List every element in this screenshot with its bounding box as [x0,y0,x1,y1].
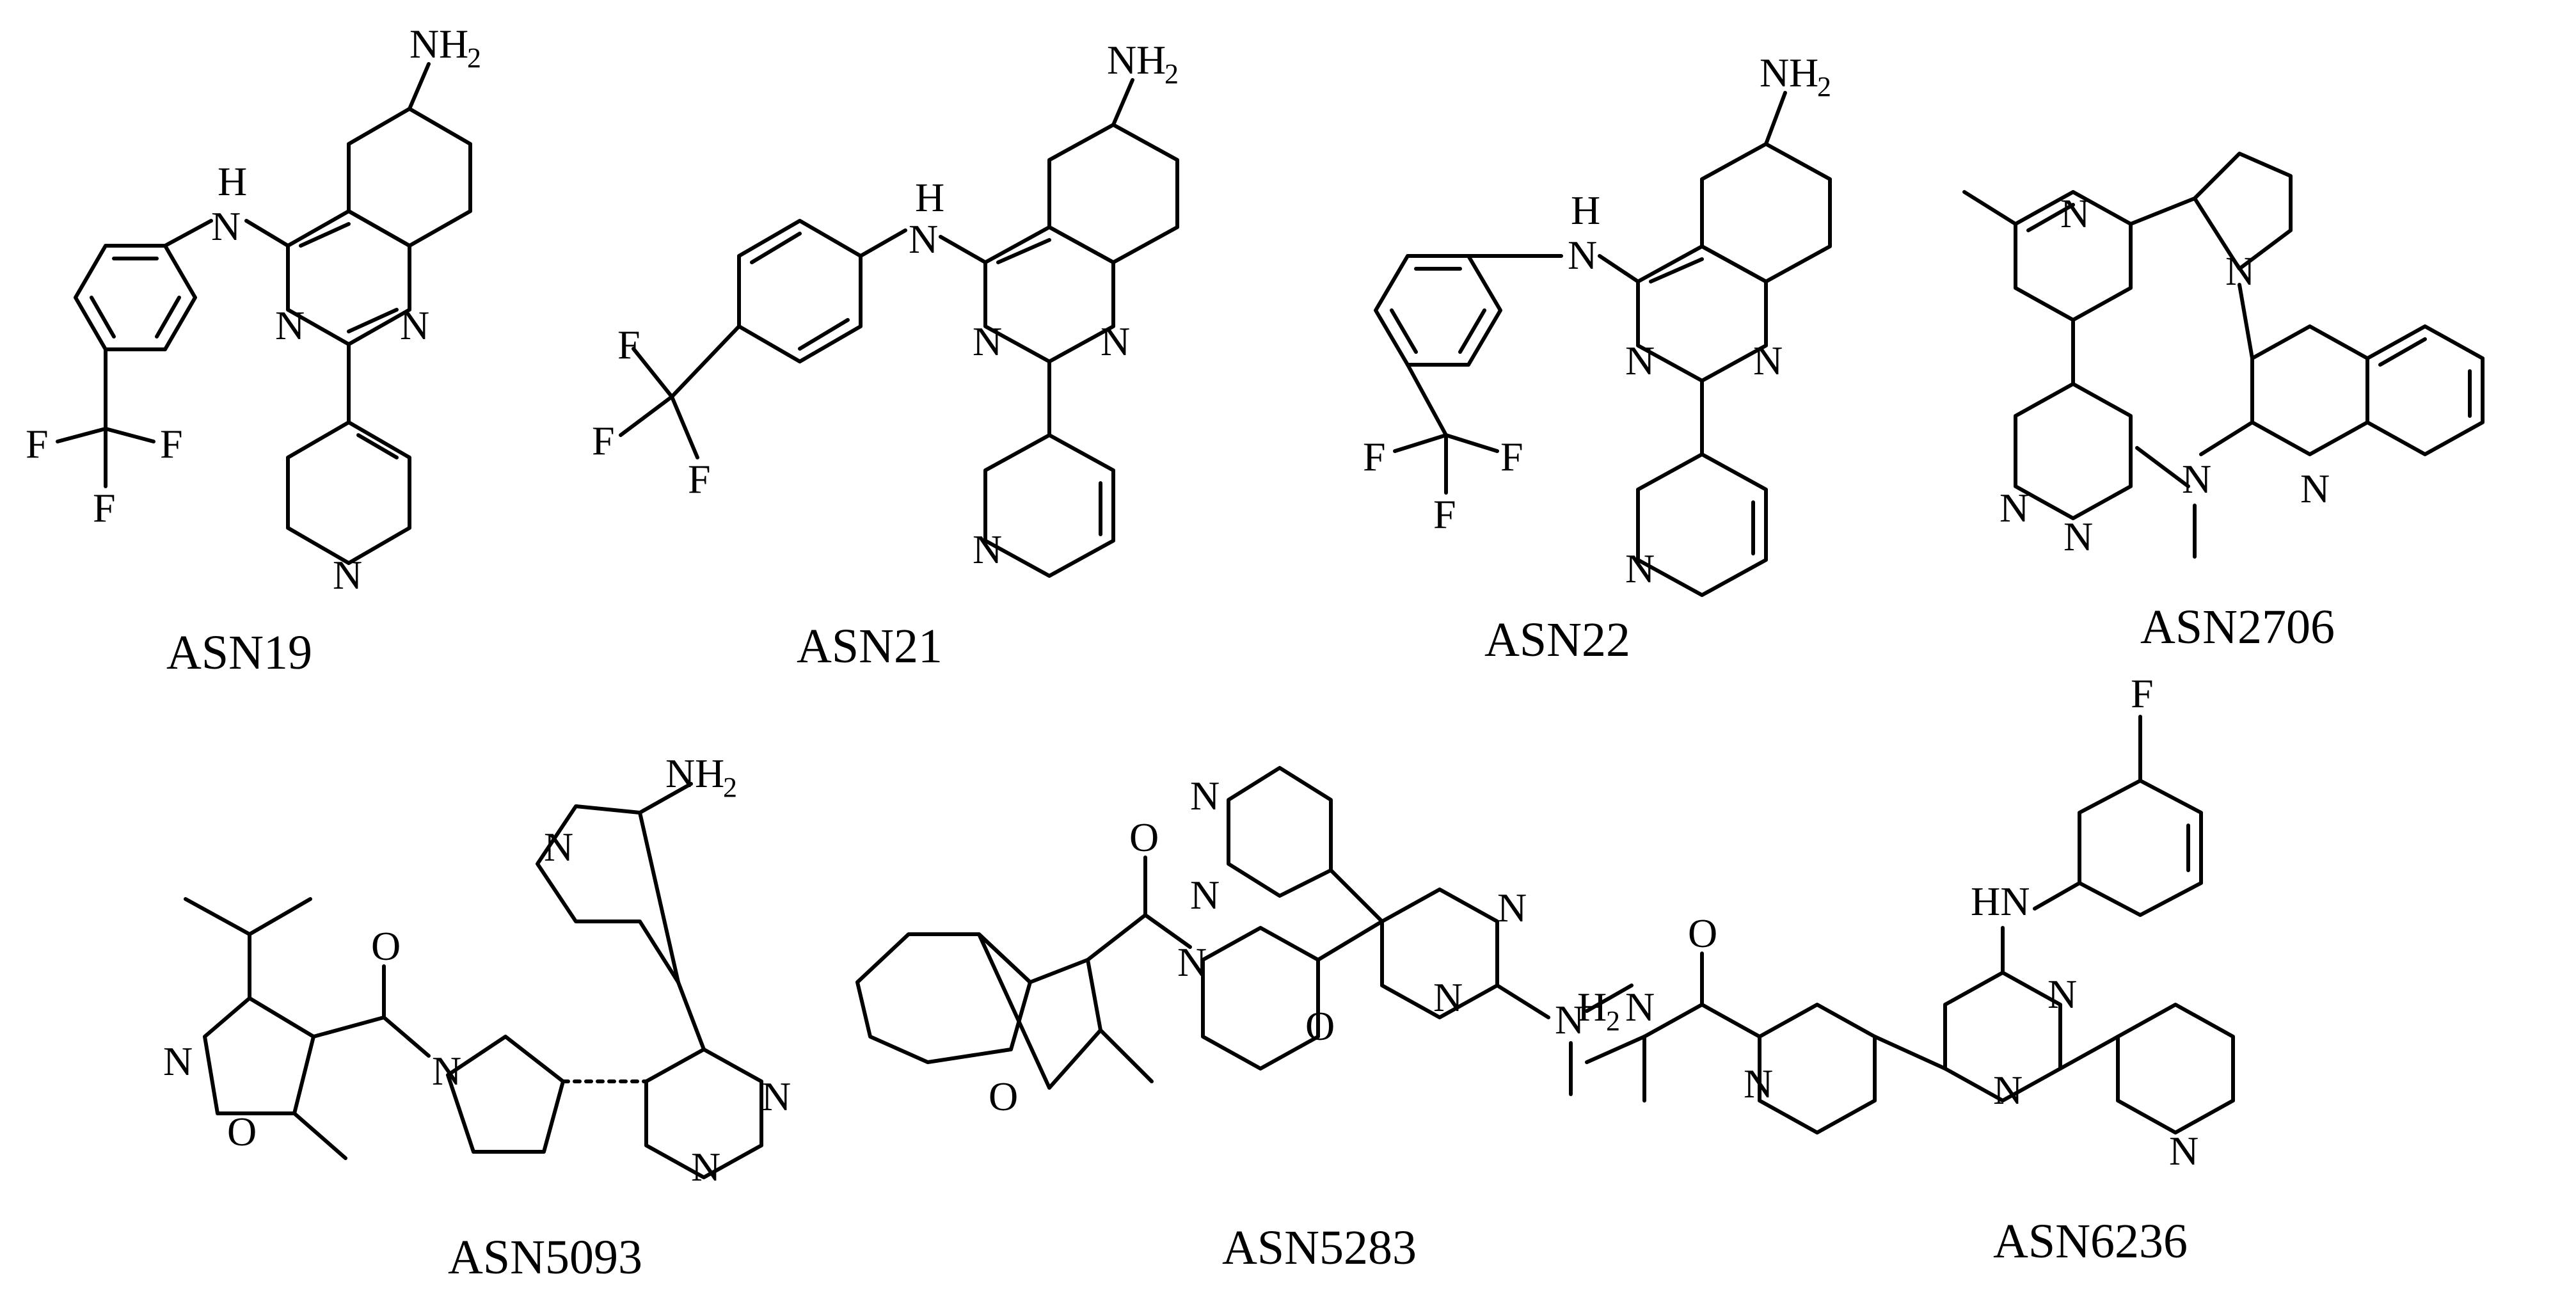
subscript-2: 2 [1165,58,1179,90]
atom-N: N [409,21,439,67]
atom-N: N [2300,466,2330,511]
atom-F: F [1363,434,1386,479]
atom-H: H [1789,50,1818,95]
atom-N: N [1744,1061,1773,1106]
atom-H: H [218,159,247,204]
atom-H: H [915,175,944,220]
atom-N: N [909,216,938,262]
atom-N: N [665,751,695,796]
atom-N: N [432,1048,461,1094]
compound-label-asn5093: ASN5093 [448,1230,642,1284]
structure-asn19: F F F N H N H 2 N N N ASN19 [26,21,481,680]
structure-asn5093: N O O N N N N N H 2 ASN5093 [163,751,791,1284]
atom-N: N [691,1144,720,1190]
atom-N: N [1625,338,1655,383]
subscript-2: 2 [467,42,481,74]
structure-asn21: F F F N H N H 2 N N N ASN21 [592,37,1179,673]
atom-O: O [1688,911,1717,956]
subscript-2: 2 [1817,71,1831,102]
atom-O: O [371,923,401,969]
atom-F: F [688,456,711,502]
atom-N: N [1433,975,1463,1020]
atom-N: N [2000,485,2029,530]
compound-label-asn2706: ASN2706 [2140,600,2335,654]
atom-N: N [1753,338,1783,383]
atom-F: F [1500,434,1523,479]
atom-F: F [26,421,49,466]
atom-F: F [592,418,615,463]
compound-label-asn19: ASN19 [166,626,312,680]
subscript-2: 2 [723,772,737,803]
atom-N: N [1190,773,1220,818]
atom-F: F [617,322,640,367]
atom-N: N [1101,319,1130,364]
atom-N: N [163,1039,193,1084]
atom-N: N [1107,37,1136,83]
atom-F: F [160,421,183,466]
compound-label-asn22: ASN22 [1484,613,1630,667]
atom-F: F [1433,491,1456,537]
atom-N: N [1555,997,1584,1042]
atom-N: N [1177,939,1207,985]
structure-asn22: F F F N H N H 2 N N N ASN22 [1363,50,1832,667]
atom-H: H [1571,187,1600,233]
atom-O: O [1129,815,1159,860]
atom-H: H [1577,984,1607,1030]
atom-O: O [989,1074,1018,1119]
atom-N: N [1568,232,1597,278]
atom-N: N [211,203,241,249]
atom-N: N [1625,546,1655,591]
subscript-2: 2 [1606,1005,1620,1037]
atom-H: H [439,21,468,67]
compound-label-asn6236: ASN6236 [1993,1214,2188,1268]
atom-N: N [1625,984,1655,1030]
atom-O: O [227,1109,257,1154]
atom-N: N [2182,456,2211,502]
compound-label-asn21: ASN21 [797,619,942,673]
atom-N: N [973,527,1002,572]
structure-asn2706: N N N N N N ASN2706 [1962,152,2485,654]
structure-asn5283: O O N O N N N N N ASN5283 [855,766,1634,1275]
atom-H: H [695,751,724,796]
atom-N: N [1190,872,1220,918]
compound-label-asn5283: ASN5283 [1222,1221,1417,1275]
atom-N: N [275,303,305,348]
atom-HN: HN [1971,879,2030,924]
atom-N: N [2060,191,2090,236]
atom-N: N [761,1074,791,1119]
atom-N: N [333,552,362,598]
atom-O: O [1305,1003,1335,1049]
atom-N: N [2169,1128,2198,1174]
atom-F: F [2131,671,2154,716]
atom-N: N [2047,971,2077,1017]
atom-N: N [2063,514,2093,559]
atom-N: N [544,824,573,870]
atom-H: H [1136,37,1166,83]
structure-asn6236: F HN N N N N O H 2 N ASN6236 [1577,671,2235,1268]
atom-F: F [93,485,116,530]
atom-N: N [1760,50,1789,95]
atom-N: N [400,303,429,348]
atom-N: N [973,319,1002,364]
atom-N: N [1993,1067,2023,1113]
atom-N: N [1497,885,1527,930]
